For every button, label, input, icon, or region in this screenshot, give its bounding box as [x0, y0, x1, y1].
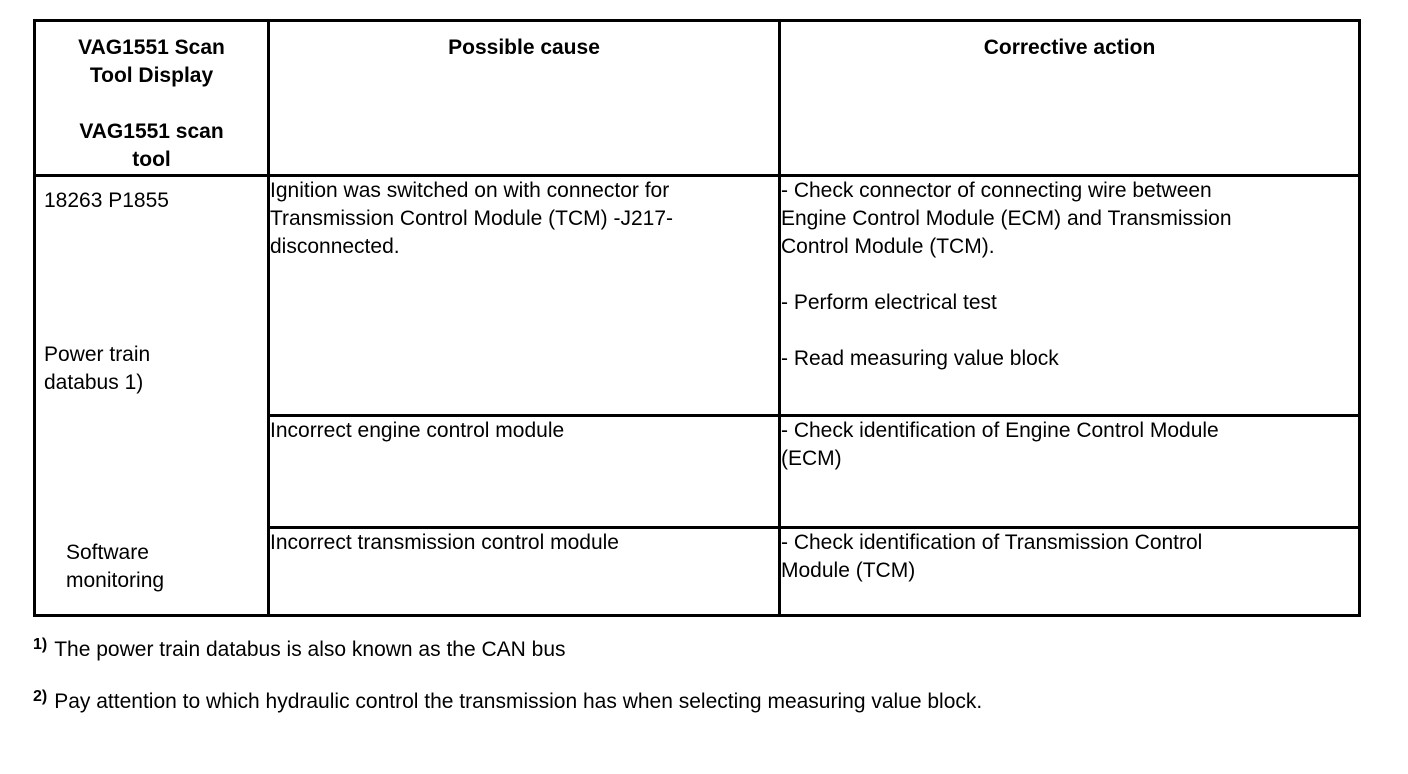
footnote: 2) Pay attention to which hydraulic contr… [33, 688, 982, 718]
header-possible-cause: Possible cause [267, 19, 781, 177]
table-row: Incorrect engine control module - Check … [35, 414, 1361, 529]
footnote: 1) The power train databus is also known … [33, 636, 566, 666]
corrective-action-item: - Perform electrical test [781, 291, 997, 314]
corrective-action-cell: - Check identification of Transmission C… [778, 526, 1361, 617]
dtc-databus-label: Power train databus 1) [44, 343, 151, 394]
footnote-marker: 2) [33, 688, 48, 705]
dtc-cell: 18263 P1855 Power train databus 1) Softw… [33, 174, 270, 617]
footnote-text: Pay attention to which hydraulic control… [54, 690, 983, 713]
corrective-action-cell: - Check identification of Engine Control… [778, 414, 1361, 529]
corrective-action-item: - Check identification of Transmission C… [781, 531, 1203, 582]
dtc-software-label: Software monitoring [66, 541, 165, 592]
header-corrective-action: Corrective action [778, 19, 1361, 177]
corrective-action-item: - Read measuring value block [781, 347, 1059, 370]
possible-cause-cell: Ignition was switched on with connector … [267, 174, 781, 417]
dtc-code: 18263 P1855 [44, 189, 169, 212]
possible-cause-cell: Incorrect transmission control module [267, 526, 781, 617]
footnote-marker: 1) [33, 636, 48, 653]
possible-cause-cell: Incorrect engine control module [267, 414, 781, 529]
footnote-text: The power train databus is also known as… [54, 638, 566, 661]
diagnostic-table: VAG1551 Scan Tool Display VAG1551 scan t… [33, 19, 1361, 617]
table-row: Incorrect transmission control module - … [35, 526, 1361, 617]
header-scan-tool-display: VAG1551 Scan Tool Display VAG1551 scan t… [33, 19, 270, 177]
corrective-action-item: - Check identification of Engine Control… [781, 419, 1219, 470]
table-row: 18263 P1855 Power train databus 1) Softw… [33, 174, 1361, 617]
table-header-row: VAG1551 Scan Tool Display VAG1551 scan t… [33, 19, 1361, 177]
corrective-action-cell: - Check connector of connecting wire bet… [778, 174, 1361, 417]
corrective-action-item: - Check connector of connecting wire bet… [781, 179, 1232, 258]
